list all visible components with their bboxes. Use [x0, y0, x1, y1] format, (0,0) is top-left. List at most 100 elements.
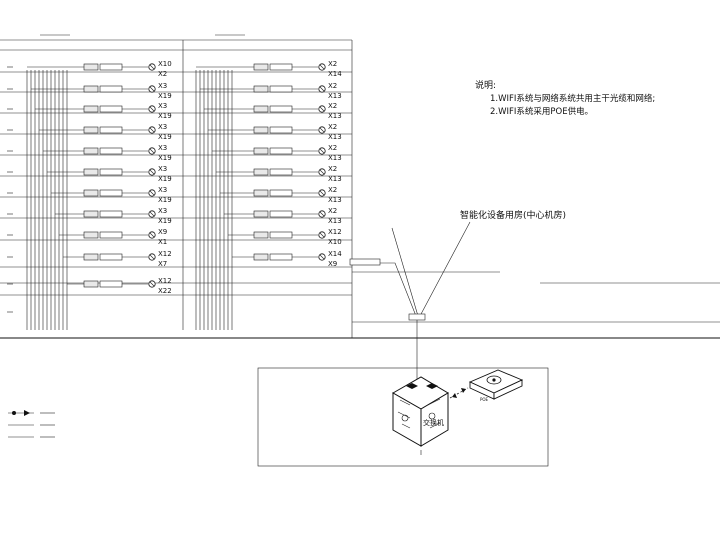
distribution-box: [83, 253, 99, 261]
ap-count-label: X19: [158, 133, 172, 141]
poe-switch-box: [269, 231, 293, 239]
ap-count-label: X2: [328, 60, 337, 68]
trunk-line-b: [391, 227, 419, 317]
ap-count-label: X19: [158, 154, 172, 162]
poe-switch-box: [99, 147, 123, 155]
junction-box: [408, 313, 426, 321]
floor-rows: [0, 39, 353, 338]
ap-count-label: X19: [158, 175, 172, 183]
ap-count-label: X3: [158, 165, 167, 173]
ap-count-label: X3: [158, 186, 167, 194]
note-2: 2.WIFI系统采用POE供电。: [490, 106, 593, 117]
notes-title: 说明:: [475, 79, 496, 91]
ap-count-label: X2: [328, 207, 337, 215]
legend-arrow-icon: [24, 410, 30, 416]
ap-count-label: X13: [328, 92, 342, 100]
poe-switch-box: [99, 210, 123, 218]
ap-count-label: X13: [328, 196, 342, 204]
trunk-line-a: [378, 262, 417, 317]
poe-switch-box: [99, 105, 123, 113]
poe-device-icon: [468, 369, 524, 400]
ap-count-label: X14: [328, 70, 342, 78]
ap-count-label: X12: [158, 277, 172, 285]
equipment-room-box: [257, 367, 549, 467]
poe-switch-box: [99, 168, 123, 176]
ap-count-label: X3: [158, 144, 167, 152]
poe-switch-box: [269, 210, 293, 218]
poe-switch-box: [269, 189, 293, 197]
poe-switch-box: [99, 189, 123, 197]
ap-count-label: X19: [158, 217, 172, 225]
distribution-box: [253, 210, 269, 218]
ap-count-label: X1: [158, 238, 167, 246]
ap-count-label: X2: [328, 186, 337, 194]
ap-count-label: X3: [158, 207, 167, 215]
distribution-box: [83, 231, 99, 239]
ap-count-label: X13: [328, 217, 342, 225]
ap-count-label: X10: [158, 60, 172, 68]
ap-count-label: X22: [158, 287, 172, 295]
source-box: [349, 258, 381, 266]
poe-switch-box: [269, 105, 293, 113]
ap-count-label: X3: [158, 82, 167, 90]
ap-count-label: X19: [158, 92, 172, 100]
distribution-box: [253, 253, 269, 261]
ap-count-label: X19: [158, 112, 172, 120]
note-1: 1.WIFI系统与网络系统共用主干光缆和网络;: [490, 93, 655, 104]
distribution-box: [83, 85, 99, 93]
ap-count-label: X12: [328, 228, 342, 236]
switch-cube-icon: [391, 376, 449, 447]
ap-count-label: X3: [158, 123, 167, 131]
distribution-box: [253, 85, 269, 93]
poe-switch-box: [269, 126, 293, 134]
distribution-box: [253, 189, 269, 197]
legend: [8, 410, 55, 438]
cabinet-column-2: X2X14X2X13X2X13X2X13X2X13X2X13X2X13X2X13…: [195, 60, 342, 330]
ap-count-label: X13: [328, 154, 342, 162]
distribution-box: [253, 105, 269, 113]
distribution-box: [83, 280, 99, 288]
ap-count-label: X10: [328, 238, 342, 246]
poe-device-label: POE: [480, 397, 489, 402]
switch-label: 交换机: [423, 418, 444, 427]
poe-switch-box: [99, 253, 123, 261]
distribution-box: [83, 126, 99, 134]
distribution-box: [253, 126, 269, 134]
poe-switch-box: [99, 231, 123, 239]
poe-switch-box: [269, 147, 293, 155]
distribution-box: [83, 63, 99, 71]
ap-count-label: X14: [328, 250, 342, 258]
ap-count-label: X2: [328, 82, 337, 90]
ap-count-label: X2: [328, 144, 337, 152]
poe-switch-box: [269, 63, 293, 71]
distribution-box: [83, 147, 99, 155]
poe-switch-box: [99, 85, 123, 93]
cabinet-column-1: X10X2X3X19X3X19X3X19X3X19X3X19X3X19X3X19…: [26, 60, 172, 330]
distribution-box: [253, 168, 269, 176]
poe-switch-box: [269, 85, 293, 93]
ap-count-label: X12: [158, 250, 172, 258]
distribution-box: [83, 189, 99, 197]
ap-count-label: X13: [328, 112, 342, 120]
ap-count-label: X2: [328, 102, 337, 110]
poe-switch-box: [99, 63, 123, 71]
distribution-box: [83, 210, 99, 218]
room-label: 智能化设备用房(中心机房): [460, 209, 566, 221]
ap-count-label: X7: [158, 260, 167, 268]
ap-count-label: X3: [158, 102, 167, 110]
distribution-box: [253, 147, 269, 155]
poe-switch-box: [269, 253, 293, 261]
ap-count-label: X9: [328, 260, 337, 268]
ap-count-label: X2: [158, 70, 167, 78]
distribution-box: [253, 231, 269, 239]
poe-switch-box: [99, 126, 123, 134]
ap-count-label: X9: [158, 228, 167, 236]
trunk-line-c: [419, 221, 471, 317]
distribution-box: [83, 105, 99, 113]
poe-switch-box: [99, 280, 123, 288]
ap-count-label: X19: [158, 196, 172, 204]
distribution-box: [253, 63, 269, 71]
distribution-box: [83, 168, 99, 176]
legend-dot-icon: [12, 411, 16, 415]
